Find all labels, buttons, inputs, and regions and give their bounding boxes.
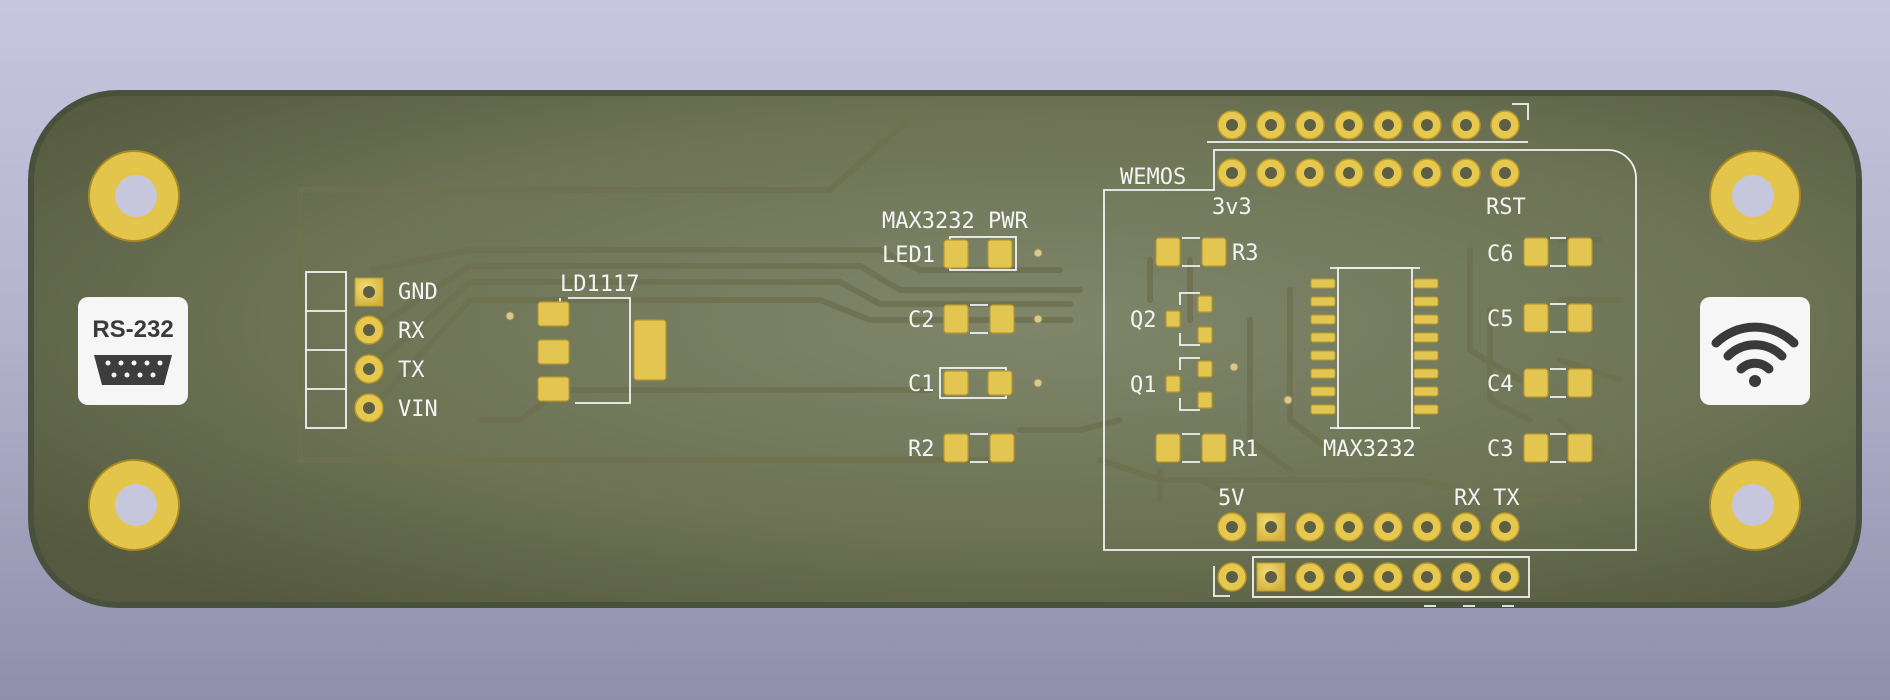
wemos-module: WEMOS 3v3 RST 5V RX TX bbox=[1103, 103, 1637, 551]
c3 bbox=[1523, 433, 1593, 463]
label-wemos: WEMOS bbox=[1120, 165, 1186, 190]
mounting-holes bbox=[88, 150, 1801, 551]
pcb-board bbox=[28, 90, 1862, 608]
rs232-logo: RS-232 bbox=[78, 297, 188, 405]
transistor-section: R3 Q2 Q1 R1 bbox=[1130, 237, 1259, 463]
label-r1: R1 bbox=[1232, 437, 1259, 462]
label-c2: C2 bbox=[908, 308, 935, 333]
rs232-logo-text: RS-232 bbox=[92, 316, 173, 343]
wifi-logo bbox=[1700, 297, 1810, 405]
label-q2: Q2 bbox=[1130, 308, 1157, 333]
label-rx-wemos: RX bbox=[1454, 486, 1481, 511]
header-row-bottom-inner bbox=[1217, 512, 1520, 542]
label-max3232-pwr: MAX3232 PWR bbox=[882, 209, 1028, 234]
left-passives: MAX3232 PWR LED1 C2 C1 R2 bbox=[882, 209, 1043, 463]
connector-pin-gnd bbox=[354, 277, 384, 307]
q2 bbox=[1165, 292, 1213, 346]
mount-hole-bottom-left bbox=[88, 459, 180, 551]
label-c4: C4 bbox=[1487, 372, 1514, 397]
right-capacitors: C6 C5 C4 C3 bbox=[1487, 237, 1593, 463]
label-r2: R2 bbox=[908, 437, 935, 462]
mount-hole-top-right bbox=[1709, 150, 1801, 242]
r3 bbox=[1155, 237, 1227, 267]
connector-pin-tx bbox=[354, 354, 384, 384]
label-led1: LED1 bbox=[882, 243, 935, 268]
led1 bbox=[943, 236, 1043, 271]
connector-pin-rx bbox=[354, 315, 384, 345]
label-c6: C6 bbox=[1487, 242, 1514, 267]
header-row-bottom-outer bbox=[1213, 556, 1530, 607]
header-row-top-inner bbox=[1217, 158, 1520, 188]
label-5v: 5V bbox=[1218, 486, 1245, 511]
label-c5: C5 bbox=[1487, 307, 1514, 332]
header-row-top-outer bbox=[1217, 110, 1520, 140]
label-gnd: GND bbox=[398, 280, 438, 305]
c4 bbox=[1523, 368, 1593, 398]
label-max3232: MAX3232 bbox=[1323, 437, 1416, 462]
label-r3: R3 bbox=[1232, 241, 1259, 266]
label-tx-wemos: TX bbox=[1493, 486, 1520, 511]
c2 bbox=[943, 304, 1043, 334]
label-c1: C1 bbox=[908, 372, 935, 397]
c6 bbox=[1523, 237, 1593, 267]
db9-connector-icon bbox=[94, 355, 172, 385]
mount-hole-bottom-right bbox=[1709, 459, 1801, 551]
label-vin: VIN bbox=[398, 397, 438, 422]
mount-hole-top-left bbox=[88, 150, 180, 242]
c1 bbox=[939, 367, 1043, 399]
r1 bbox=[1155, 433, 1227, 463]
max3232-ic: MAX3232 bbox=[1283, 267, 1439, 462]
label-q1: Q1 bbox=[1130, 373, 1157, 398]
label-c3: C3 bbox=[1487, 437, 1514, 462]
label-3v3: 3v3 bbox=[1212, 195, 1252, 220]
serial-connector: GND RX TX VIN bbox=[305, 271, 438, 429]
r2 bbox=[943, 433, 1015, 463]
wifi-icon bbox=[1711, 322, 1799, 387]
label-ld1117: LD1117 bbox=[560, 272, 639, 297]
label-tx: TX bbox=[398, 358, 425, 383]
ld1117-regulator: LD1117 bbox=[505, 272, 667, 404]
label-rst: RST bbox=[1486, 195, 1526, 220]
label-rx: RX bbox=[398, 319, 425, 344]
c5 bbox=[1523, 303, 1593, 333]
q1 bbox=[1165, 357, 1239, 411]
connector-pin-vin bbox=[354, 393, 384, 423]
